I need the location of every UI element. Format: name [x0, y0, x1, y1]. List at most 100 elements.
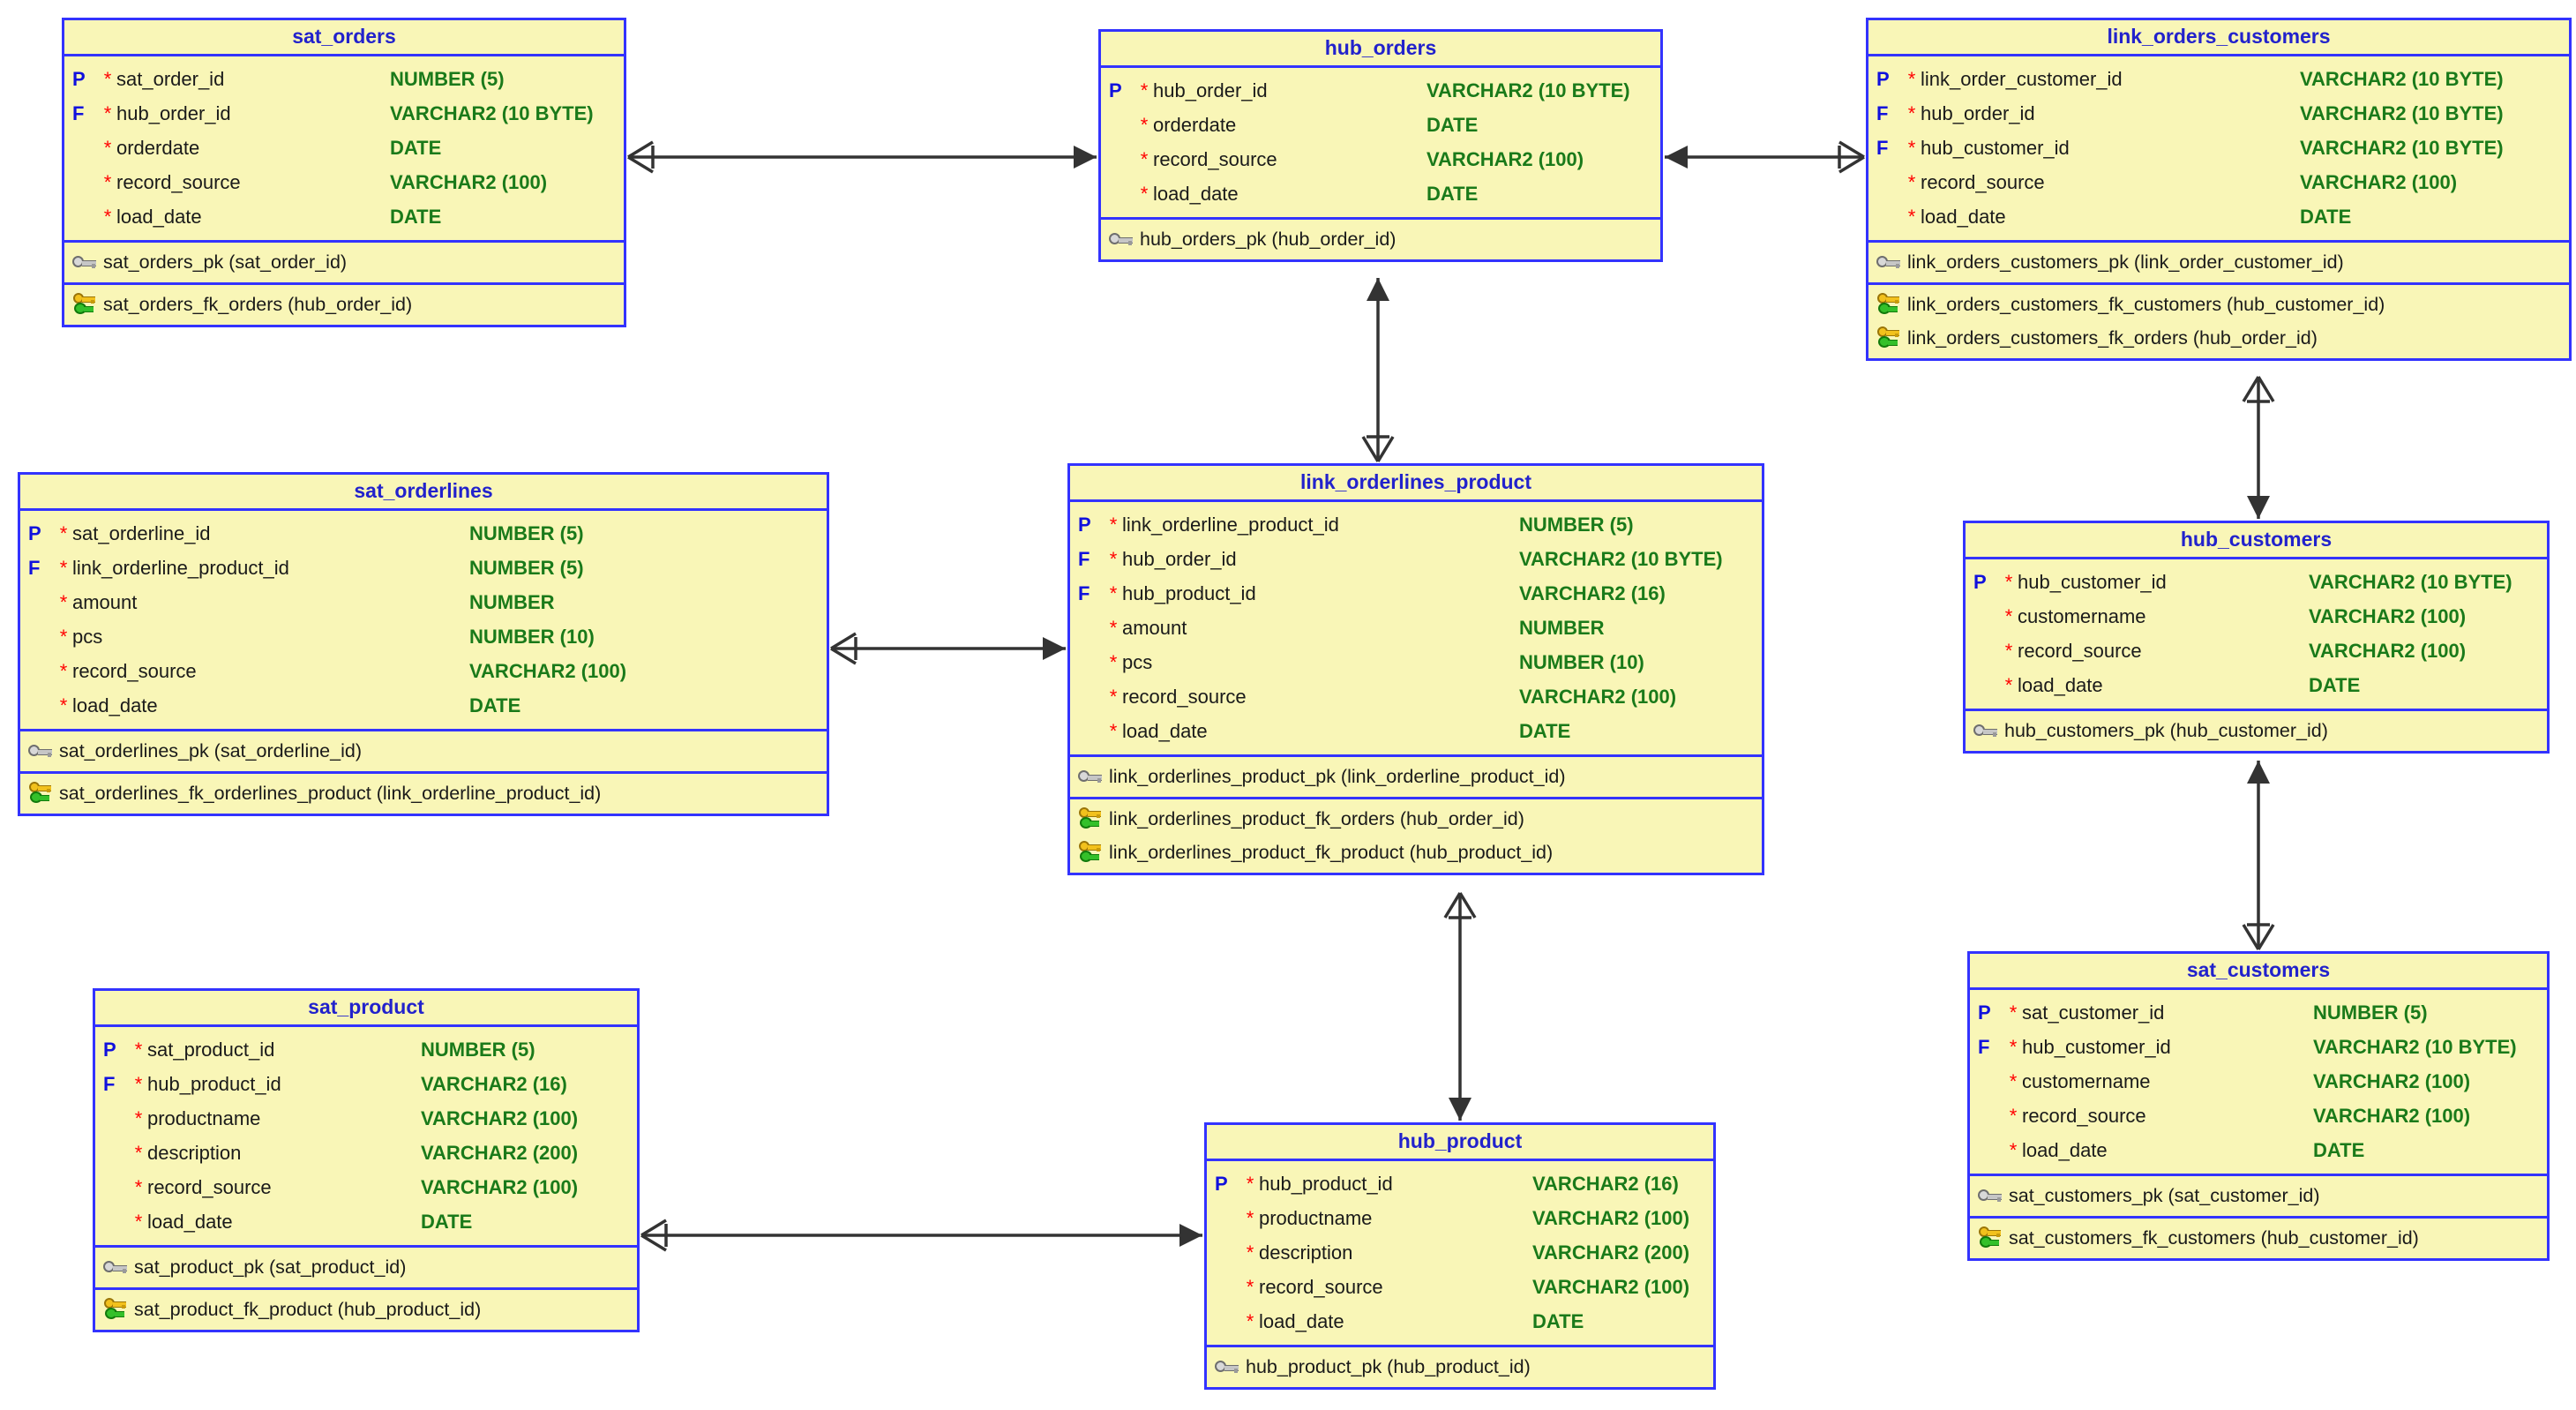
not-null-icon: *	[103, 170, 112, 193]
column-name: description	[1259, 1241, 1353, 1264]
primary-key-icon	[1108, 228, 1134, 251]
column-datatype: DATE	[469, 694, 521, 716]
not-null-icon: *	[1246, 1172, 1254, 1195]
fk-constraint-list: sat_orders_fk_orders (hub_order_id)	[64, 282, 624, 325]
fk-constraint-label: link_orderlines_product_fk_orders (hub_o…	[1109, 807, 1524, 829]
connector-link_orders_customers-to-hub_customers	[2223, 341, 2294, 554]
pk-constraint-label: sat_orders_pk (sat_order_id)	[103, 251, 348, 273]
pk-constraint-list: hub_product_pk (hub_product_id)	[1207, 1345, 1713, 1387]
not-null-icon: *	[134, 1038, 143, 1061]
column-name: sat_order_id	[116, 67, 225, 90]
column-row: *load_date DATE	[20, 688, 827, 723]
column-name: load_date	[72, 694, 158, 716]
column-name: productname	[1259, 1206, 1373, 1229]
not-null-icon: *	[1109, 685, 1118, 708]
pk-constraint-row: sat_orderlines_pk (sat_orderline_id)	[20, 734, 827, 768]
column-name: record_source	[147, 1175, 272, 1198]
not-null-icon: *	[103, 67, 112, 90]
column-name: hub_product_id	[147, 1072, 281, 1095]
not-null-icon: *	[59, 694, 68, 716]
column-datatype: DATE	[2313, 1138, 2365, 1161]
column-name: load_date	[1921, 205, 2006, 228]
pk-constraint-list: sat_orderlines_pk (sat_orderline_id)	[20, 729, 827, 771]
fk-constraint-list: sat_orderlines_fk_orderlines_product (li…	[20, 771, 827, 814]
pk-constraint-list: sat_product_pk (sat_product_id)	[95, 1245, 637, 1287]
column-datatype: NUMBER (10)	[469, 625, 595, 648]
not-null-icon: *	[2004, 604, 2013, 627]
not-null-icon: *	[103, 101, 112, 124]
not-null-icon: *	[59, 659, 68, 682]
foreign-key-icon	[102, 1298, 129, 1321]
connector-sat_customers-to-hub_customers	[2223, 725, 2294, 985]
pk-constraint-list: link_orderlines_product_pk (link_orderli…	[1070, 754, 1762, 797]
column-name: pcs	[72, 625, 103, 648]
fk-constraint-label: link_orders_customers_fk_orders (hub_ord…	[1907, 326, 2318, 349]
column-key-flag: P	[1215, 1172, 1228, 1195]
column-name: record_source	[1122, 685, 1247, 708]
connector-sat_product-to-hub_product	[606, 1200, 1238, 1271]
column-key-flag: P	[72, 67, 86, 90]
connector-sat_orderlines-to-link_orderlines_product	[796, 613, 1101, 684]
not-null-icon: *	[2009, 1035, 2018, 1058]
pk-constraint-label: hub_orders_pk (hub_order_id)	[1140, 228, 1397, 250]
column-datatype: DATE	[1532, 1309, 1584, 1332]
not-null-icon: *	[2009, 1104, 2018, 1127]
not-null-icon: *	[2009, 1138, 2018, 1161]
column-name: amount	[72, 590, 138, 613]
pk-constraint-row: hub_orders_pk (hub_order_id)	[1101, 222, 1660, 256]
column-name: productname	[147, 1106, 261, 1129]
not-null-icon: *	[59, 521, 68, 544]
column-datatype: VARCHAR2 (200)	[1532, 1241, 1690, 1264]
column-datatype: NUMBER (5)	[1519, 513, 1634, 536]
column-datatype: VARCHAR2 (100)	[2309, 639, 2467, 662]
fk-constraint-list: link_orderlines_product_fk_orders (hub_o…	[1070, 797, 1762, 873]
not-null-icon: *	[2004, 570, 2013, 593]
not-null-icon: *	[2009, 1001, 2018, 1024]
not-null-icon: *	[1109, 616, 1118, 639]
column-name: customername	[2022, 1069, 2151, 1092]
fk-constraint-label: sat_orderlines_fk_orderlines_product (li…	[59, 782, 602, 804]
not-null-icon: *	[1109, 581, 1118, 604]
pk-constraint-list: hub_orders_pk (hub_order_id)	[1101, 217, 1660, 259]
primary-key-icon	[1214, 1355, 1240, 1378]
column-name: customername	[2018, 604, 2146, 627]
column-name: hub_customer_id	[1921, 136, 2070, 159]
column-name: hub_customer_id	[2022, 1035, 2171, 1058]
column-name: load_date	[116, 205, 202, 228]
fk-constraint-label: sat_product_fk_product (hub_product_id)	[134, 1298, 482, 1320]
column-key-flag: F	[103, 1072, 116, 1095]
column-datatype: DATE	[421, 1210, 473, 1233]
column-datatype: VARCHAR2 (100)	[2313, 1069, 2471, 1092]
fk-constraint-list: sat_product_fk_product (hub_product_id)	[95, 1287, 637, 1330]
column-key-flag: P	[103, 1038, 116, 1061]
column-name: description	[147, 1141, 242, 1164]
